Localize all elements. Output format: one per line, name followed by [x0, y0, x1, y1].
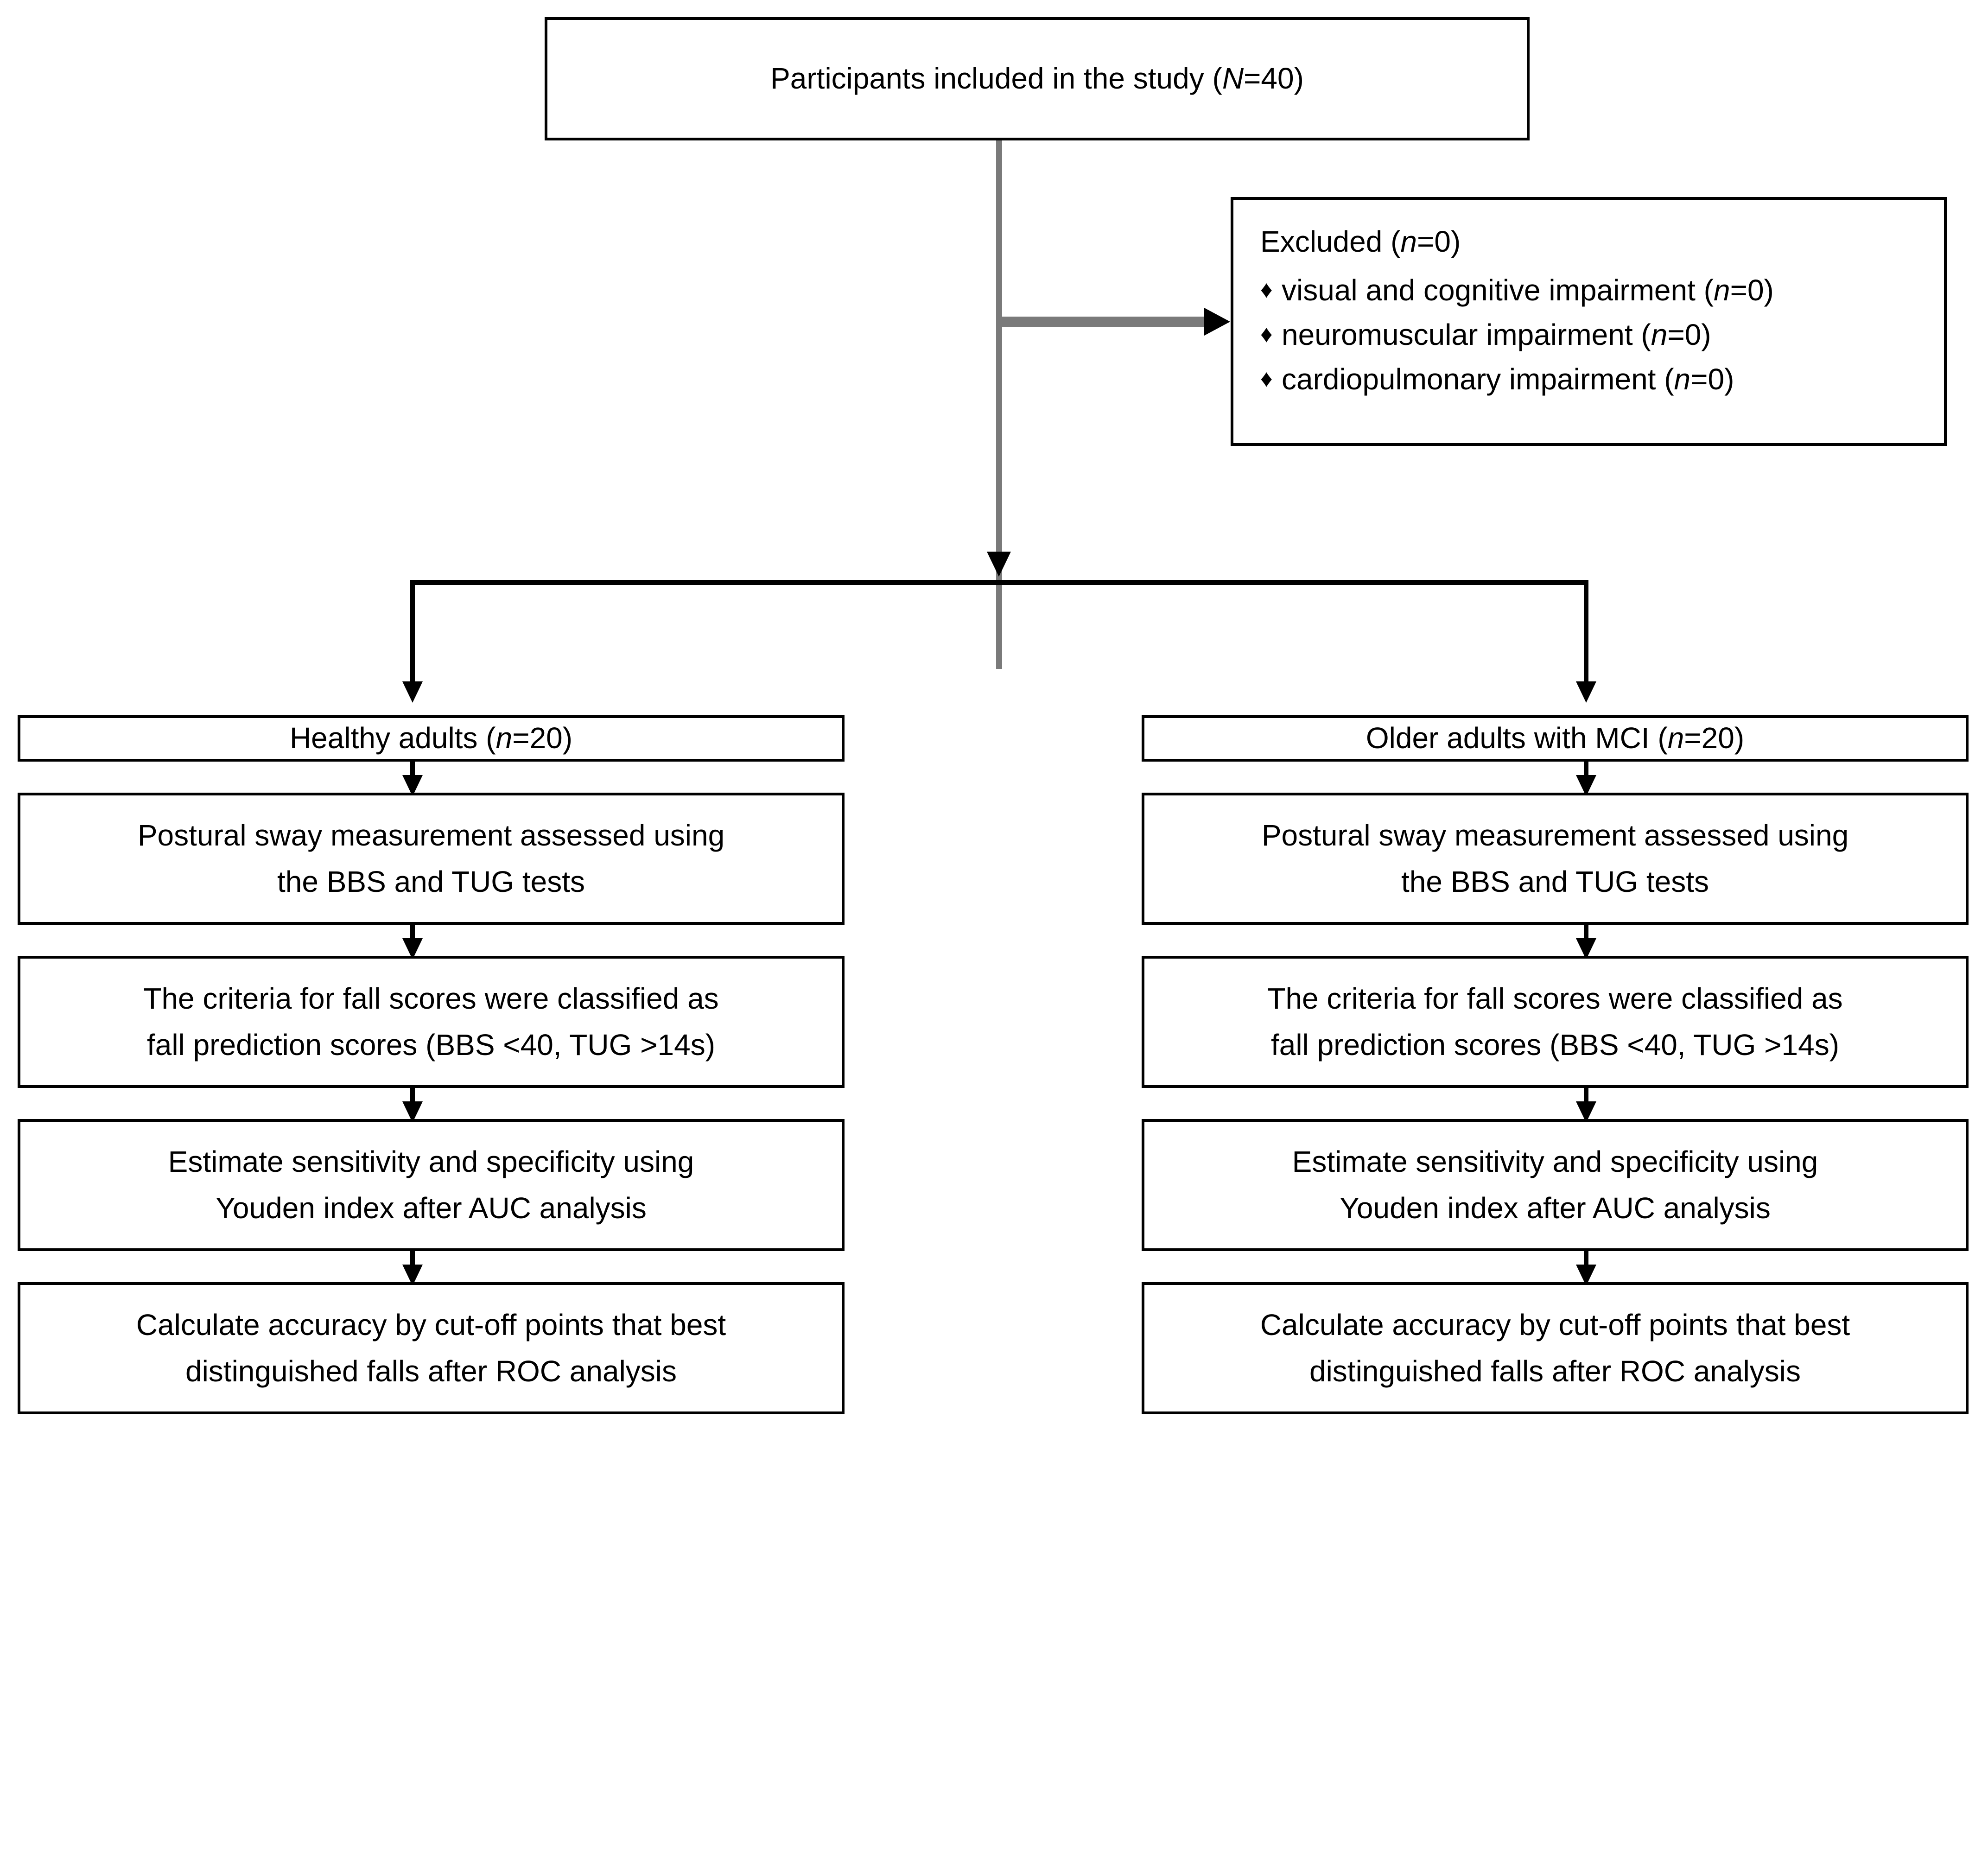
variable-n: n [1400, 225, 1417, 258]
excluded-content: Excluded (n=0) ♦ visual and cognitive im… [1233, 200, 1792, 419]
connector-right-2 [1584, 925, 1588, 944]
connector-trunk-vertical [996, 140, 1002, 669]
node-mci-step-3-label: Estimate sensitivity and specificity usi… [1292, 1145, 1818, 1225]
list-item-label: cardiopulmonary impairment (n=0) [1282, 362, 1734, 396]
diamond-bullet-icon: ♦ [1260, 365, 1273, 392]
connector-split-right-vertical [1584, 580, 1588, 687]
connector-excluded-arrowhead-icon [1204, 308, 1230, 336]
node-participants-included: Participants included in the study (N=40… [545, 17, 1530, 140]
diamond-bullet-icon: ♦ [1260, 276, 1273, 303]
connector-split-left-vertical [410, 580, 415, 687]
list-item: ♦ neuromuscular impairment (n=0) [1260, 316, 1774, 354]
list-item: ♦ visual and cognitive impairment (n=0) [1260, 272, 1774, 310]
node-healthy-adults-header: Healthy adults (n=20) [18, 715, 845, 762]
node-healthy-step-2: The criteria for fall scores were classi… [18, 956, 845, 1088]
node-healthy-step-1-label: Postural sway measurement assessed using… [137, 819, 725, 898]
node-healthy-step-3-label: Estimate sensitivity and specificity usi… [168, 1145, 694, 1225]
node-healthy-step-2-label: The criteria for fall scores were classi… [143, 982, 719, 1062]
node-mci-adults-header-label: Older adults with MCI (n=20) [1366, 721, 1745, 755]
connector-left-3 [410, 1088, 415, 1107]
node-excluded: Excluded (n=0) ♦ visual and cognitive im… [1231, 197, 1947, 446]
node-mci-adults-header: Older adults with MCI (n=20) [1142, 715, 1969, 762]
node-mci-step-3: Estimate sensitivity and specificity usi… [1142, 1119, 1969, 1251]
node-healthy-step-3: Estimate sensitivity and specificity usi… [18, 1119, 845, 1251]
connector-excluded-horizontal [999, 317, 1207, 327]
connector-right-3 [1584, 1088, 1588, 1107]
node-mci-step-1: Postural sway measurement assessed using… [1142, 793, 1969, 925]
variable-n: n [1713, 273, 1730, 307]
node-healthy-step-4-label: Calculate accuracy by cut-off points tha… [136, 1308, 726, 1388]
connector-left-1 [410, 762, 415, 781]
connector-left-4 [410, 1251, 415, 1271]
list-item: ♦ cardiopulmonary impairment (n=0) [1260, 361, 1774, 399]
diamond-bullet-icon: ♦ [1260, 320, 1273, 348]
node-mci-step-2: The criteria for fall scores were classi… [1142, 956, 1969, 1088]
connector-right-4 [1584, 1251, 1588, 1271]
node-mci-step-2-label: The criteria for fall scores were classi… [1267, 982, 1843, 1062]
node-mci-step-4: Calculate accuracy by cut-off points tha… [1142, 1282, 1969, 1414]
connector-split-left-arrowhead-icon [402, 681, 423, 703]
excluded-title: Excluded (n=0) [1260, 225, 1461, 258]
variable-n: n [495, 721, 513, 755]
node-healthy-adults-header-label: Healthy adults (n=20) [289, 721, 573, 755]
excluded-criteria-list: ♦ visual and cognitive impairment (n=0) … [1260, 272, 1774, 399]
variable-n: n [1651, 318, 1668, 351]
node-healthy-step-4: Calculate accuracy by cut-off points tha… [18, 1282, 845, 1414]
list-item-label: neuromuscular impairment (n=0) [1282, 318, 1711, 351]
variable-n: n [1667, 721, 1684, 755]
node-participants-included-label: Participants included in the study (N=40… [770, 62, 1304, 95]
connector-right-1 [1584, 762, 1588, 781]
list-item-label: visual and cognitive impairment (n=0) [1282, 273, 1774, 307]
node-mci-step-1-label: Postural sway measurement assessed using… [1261, 819, 1849, 898]
connector-split-horizontal [410, 580, 1588, 585]
node-mci-step-4-label: Calculate accuracy by cut-off points tha… [1260, 1308, 1850, 1388]
variable-n: n [1674, 362, 1691, 396]
variable-N: N [1222, 62, 1244, 95]
connector-split-right-arrowhead-icon [1576, 681, 1596, 703]
connector-left-2 [410, 925, 415, 944]
node-healthy-step-1: Postural sway measurement assessed using… [18, 793, 845, 925]
connector-trunk-arrowhead-icon [987, 552, 1011, 577]
